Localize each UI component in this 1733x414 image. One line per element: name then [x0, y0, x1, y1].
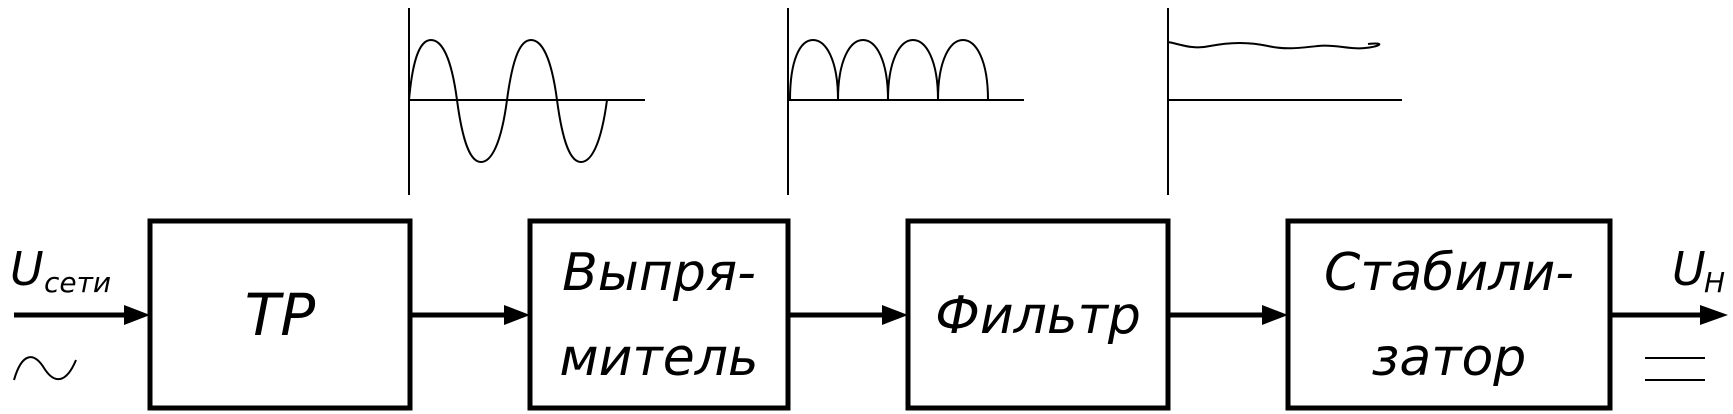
input-label: U сети	[10, 242, 111, 299]
rectifier-block-label-line2: митель	[559, 328, 758, 388]
stabilizer-block[interactable]: Стабили- затор	[1285, 218, 1613, 411]
rectifier-block-frame	[527, 218, 791, 411]
stabilizer-block-label-line2: затор	[1372, 328, 1527, 388]
filtered-ripple-waveform	[1167, 8, 1402, 195]
filter-block[interactable]: Фильтр	[905, 218, 1171, 411]
sine-waveform-curve	[408, 38, 608, 164]
output-label: U Н	[1672, 242, 1725, 299]
sine-waveform	[408, 8, 645, 195]
output-label-main: U	[1672, 242, 1706, 296]
transformer-block[interactable]: ТР	[147, 218, 413, 411]
output-label-sub: Н	[1704, 266, 1725, 299]
output-arrowhead	[1700, 305, 1728, 325]
filter-block-frame	[905, 218, 1171, 411]
filter-block-label: Фильтр	[935, 286, 1141, 346]
arrowhead-stabilizer	[1262, 305, 1288, 325]
full-wave-rectified-waveform	[787, 8, 1024, 195]
arrowhead-filter	[882, 305, 908, 325]
stabilizer-block-frame	[1285, 218, 1613, 411]
arrowhead-rectifier	[504, 305, 530, 325]
input-label-sub: сети	[44, 266, 111, 299]
dc-lines-icon	[1645, 357, 1705, 381]
input-arrowhead	[124, 305, 150, 325]
ac-sine-icon	[13, 356, 77, 381]
rectifier-block-label-line1: Выпря-	[562, 243, 756, 303]
transformer-block-label: ТР	[245, 281, 315, 349]
transformer-block-frame	[147, 218, 413, 411]
stabilizer-block-label-line1: Стабили-	[1324, 243, 1574, 303]
filtered-waveform-curve	[1167, 41, 1381, 50]
rectifier-block[interactable]: Выпря- митель	[527, 218, 791, 411]
input-label-main: U	[10, 242, 44, 296]
rectified-waveform-curve	[789, 38, 989, 101]
